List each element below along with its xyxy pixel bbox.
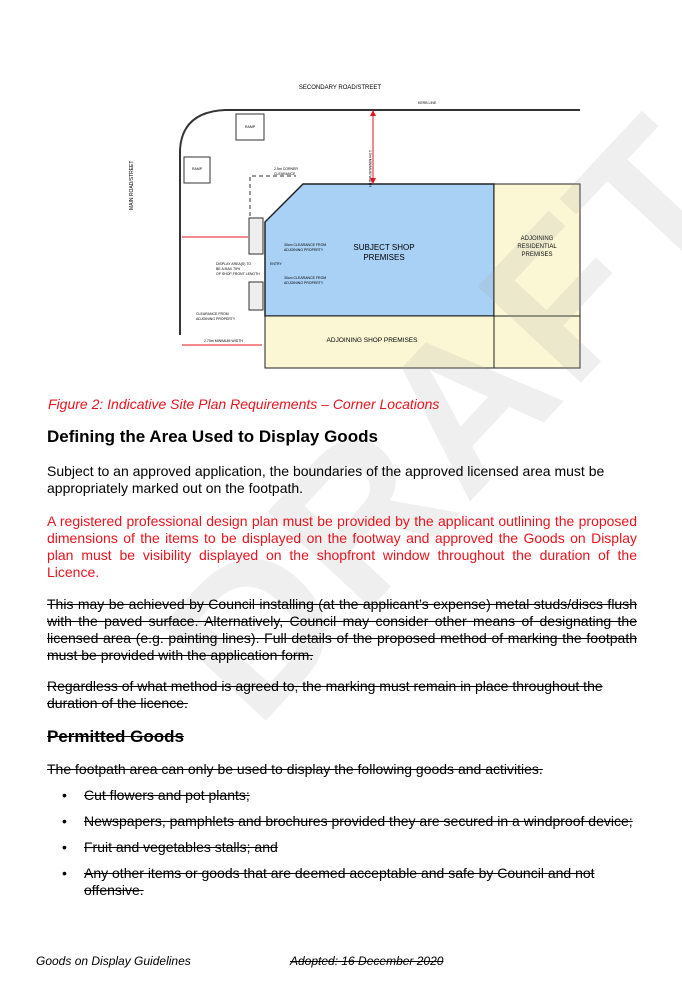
adjoining-residential-label-1: ADJOINING <box>521 236 554 242</box>
clearance-bottom-label-1: CLEARANCE FROM <box>196 312 229 316</box>
kerb-line-label: KERB LINE <box>418 101 437 105</box>
entry-label: ENTRY <box>270 262 282 266</box>
list-item: • Newspapers, pamphlets and brochures pro… <box>62 813 637 830</box>
ramp-left <box>183 156 211 184</box>
paragraph-approved-application: Subject to an approved application, the … <box>47 463 605 496</box>
adjoining-residential-premises <box>493 183 581 317</box>
footer-adopted-date: Adopted: 16 December 2020 <box>290 954 444 968</box>
display-areas-label-2: BE A MAX 75% <box>216 267 240 271</box>
clearance-adj-2-line1: 30cm CLEARANCE FROM <box>284 276 326 280</box>
clearance-adj-1-line1: 30cm CLEARANCE FROM <box>284 243 326 247</box>
adjoining-shop-label: ADJOINING SHOP PREMISES <box>327 337 419 344</box>
bullet-icon: • <box>62 839 67 855</box>
ramp-top-label: RAMP <box>245 125 256 129</box>
bullet-icon: • <box>62 813 67 829</box>
list-item: • Any other items or goods that are deeme… <box>62 865 637 899</box>
permitted-goods-list: • Cut flowers and pot plants; • Newspapers… <box>62 787 637 908</box>
paragraph-marking-method: Regardless of what method is agreed to, … <box>47 678 603 711</box>
list-item: • Fruit and vegetables stalls; and <box>62 839 637 856</box>
figure-caption: Figure 2: Indicative Site Plan Requireme… <box>48 396 440 412</box>
kerb-line <box>179 109 580 335</box>
bullet-icon: • <box>62 787 67 803</box>
arrow-head-up <box>370 110 376 116</box>
list-item-text: Newspapers, pamphlets and brochures prov… <box>84 813 633 829</box>
min-width-bottom-label: 2.75m MINIMUM WIDTH <box>204 339 243 343</box>
clearance-adj-1-line2: ADJOINING PROPERTY <box>284 248 324 252</box>
adjoining-residential-label-3: PREMISES <box>521 252 552 258</box>
subject-shop-label-2: PREMISES <box>363 253 404 262</box>
clearance-bottom-label-2: ADJOINING PROPERTY <box>196 317 236 321</box>
display-area-2 <box>248 281 264 311</box>
display-area-1 <box>248 217 264 255</box>
min-width-label: 1.5m MINIMUM WIDTH <box>368 150 372 187</box>
adjoining-residential-label-2: RESIDENTIAL <box>517 244 557 250</box>
paragraph-metal-studs: This may be achieved by Council installi… <box>47 596 637 663</box>
ramp-top <box>235 113 265 141</box>
arrow-head-down <box>370 178 376 184</box>
corner-clearance-label-1: 2.5m CORNER <box>274 167 298 171</box>
corner-clearance-label-2: CLEARANCE <box>274 172 296 176</box>
heading-define-area: Defining the Area Used to Display Goods <box>47 427 378 446</box>
main-road-label: MAIN ROAD/STREET <box>129 161 135 210</box>
display-areas-label-3: OF SHOP FRONT LENGTH <box>216 272 260 276</box>
ramp-left-label: RAMP <box>192 167 203 171</box>
heading-permitted-goods: Permitted Goods <box>47 727 184 746</box>
list-item-text: Fruit and vegetables stalls; and <box>84 839 278 855</box>
subject-shop-label-1: SUBJECT SHOP <box>353 243 414 252</box>
list-item: • Cut flowers and pot plants; <box>62 787 637 804</box>
corner-clearance-line <box>249 175 296 216</box>
display-areas-label-1: DISPLAY AREA(S) TO <box>216 262 251 266</box>
list-item-text: Cut flowers and pot plants; <box>84 787 250 803</box>
bullet-icon: • <box>62 865 67 881</box>
footer-document-title: Goods on Display Guidelines <box>36 954 191 968</box>
adjoining-shop-premises <box>264 315 495 369</box>
site-plan-diagram: SECONDARY ROAD/STREET KERB LINE MAIN ROA… <box>129 85 581 369</box>
secondary-road-label: SECONDARY ROAD/STREET <box>299 85 381 91</box>
paragraph-design-plan: A registered professional design plan mu… <box>47 513 637 580</box>
list-item-text: Any other items or goods that are deemed… <box>84 865 595 898</box>
paragraph-footpath-area: The footpath area can only be used to di… <box>47 761 543 777</box>
clearance-adj-2-line2: ADJOINING PROPERTY <box>284 281 324 285</box>
adjoining-shop-premises-right <box>493 315 581 369</box>
